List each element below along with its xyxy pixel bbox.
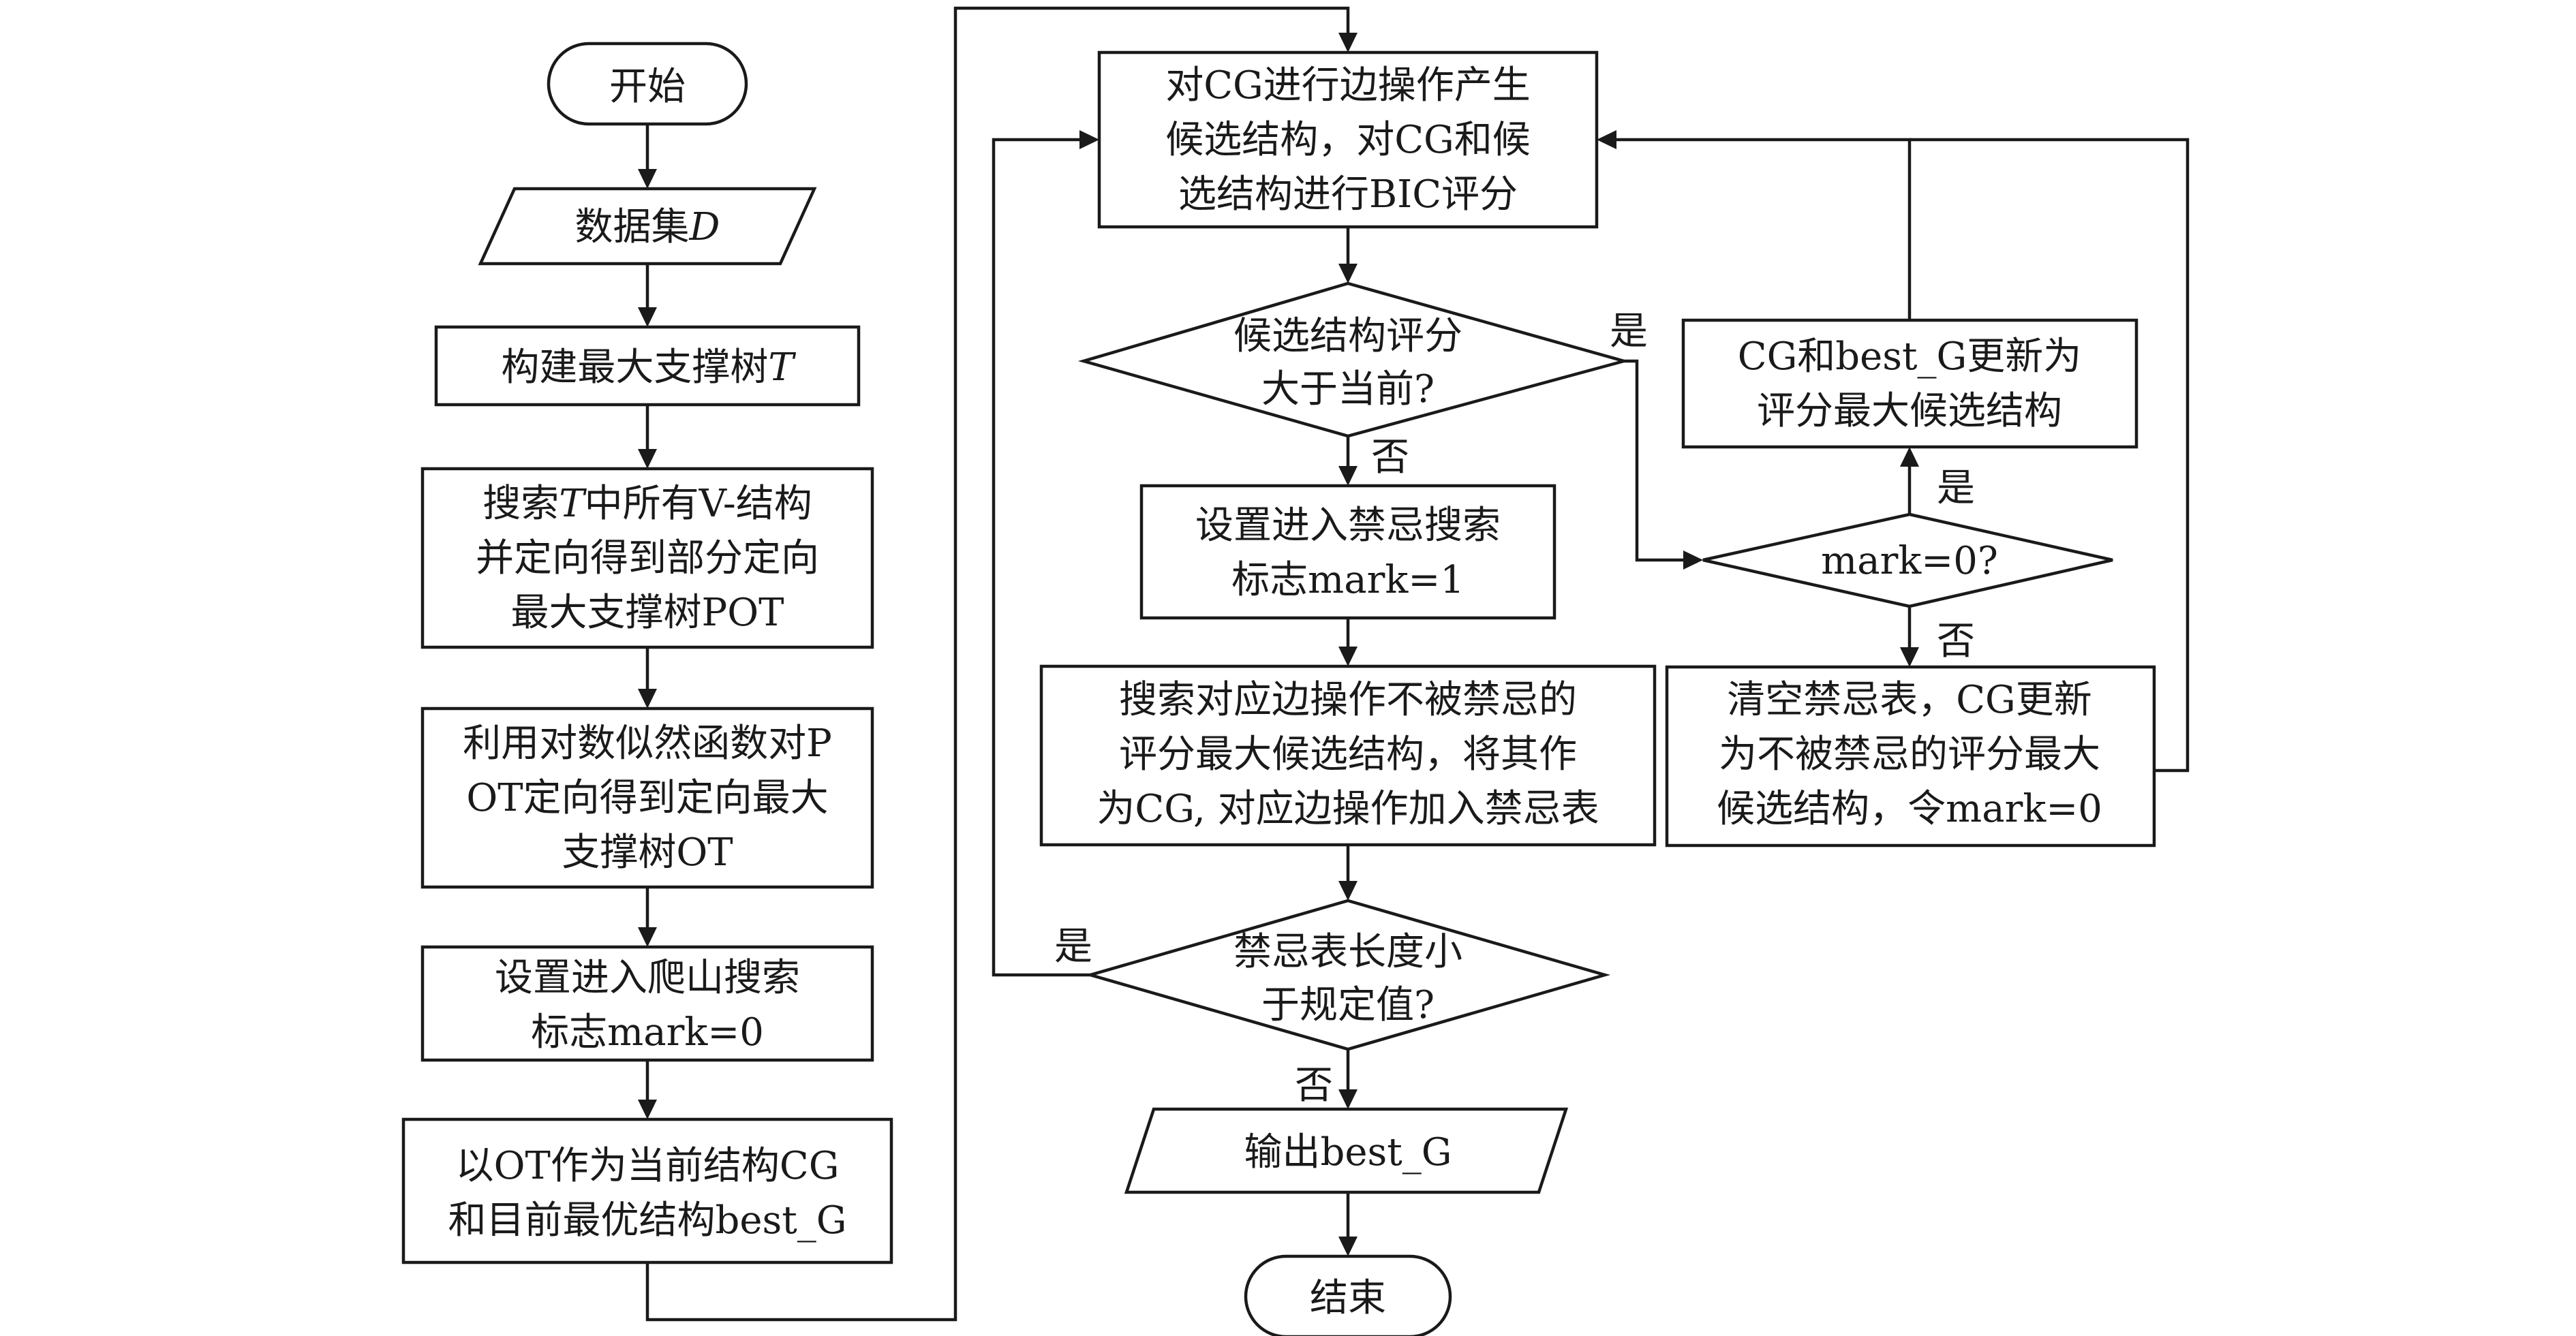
- mark-check-decision: mark=0?: [1702, 512, 2113, 608]
- update-best-line-1: CG和best_G更新为: [1738, 335, 2082, 379]
- clear-tabu-line-2: 为不被禁忌的评分最大: [1719, 732, 2100, 777]
- right-column-connectors: [1597, 130, 2190, 773]
- tabu-search-line-3: 为CG, 对应边操作加入禁忌表: [1097, 787, 1599, 831]
- set-tabu-step: 设置进入禁忌搜索 标志mark=1: [1139, 484, 1557, 620]
- candidate-no-label: 否: [1371, 435, 1409, 480]
- cand-better-line-2: 大于当前?: [1261, 367, 1435, 411]
- search-v-line-3: 最大支撑树POT: [511, 591, 784, 635]
- cand-better-line-1: 候选结构评分: [1233, 314, 1462, 358]
- left-column-connectors: [638, 6, 1358, 1322]
- build-tree-step: 构建最大支撑树T: [434, 325, 861, 407]
- likelihood-line-1: 利用对数似然函数对P: [463, 721, 832, 766]
- search-v-structure-step: 搜索T中所有V-结构 并定向得到部分定向 最大支撑树POT: [420, 467, 874, 649]
- set-hill-line-1: 设置进入爬山搜索: [495, 956, 800, 1000]
- search-v-line-1: 搜索T中所有V-结构: [482, 482, 812, 526]
- build-tree-label: 构建最大支撑树T: [501, 345, 796, 390]
- update-best-step: CG和best_G更新为 评分最大候选结构: [1681, 318, 2138, 449]
- end-terminal: 结束: [1244, 1254, 1452, 1336]
- edge-op-line-1: 对CG进行边操作产生: [1165, 63, 1531, 108]
- mark-check-label: mark=0?: [1821, 539, 1998, 583]
- update-best-line-2: 评分最大候选结构: [1757, 389, 2062, 433]
- clear-tabu-step: 清空禁忌表，CG更新 为不被禁忌的评分最大 候选结构，令mark=0: [1665, 665, 2156, 848]
- candidate-yes-label: 是: [1610, 309, 1648, 354]
- clear-tabu-line-1: 清空禁忌表，CG更新: [1727, 678, 2092, 722]
- set-hill-line-2: 标志mark=0: [531, 1010, 764, 1055]
- output-label: 输出best_G: [1244, 1130, 1452, 1175]
- edge-op-line-2: 候选结构，对CG和候: [1165, 118, 1531, 162]
- tabu-yes-label: 是: [1054, 925, 1092, 969]
- start-label: 开始: [609, 65, 686, 109]
- tabu-search-line-2: 评分最大候选结构，将其作: [1119, 732, 1577, 777]
- init-cg-line-1: 以OT作为当前结构CG: [456, 1144, 840, 1188]
- init-cg-step: 以OT作为当前结构CG 和目前最优结构best_G: [401, 1117, 893, 1264]
- mark-yes-label: 是: [1937, 466, 1975, 510]
- search-v-line-2: 并定向得到部分定向: [476, 536, 819, 580]
- set-tabu-line-1: 设置进入禁忌搜索: [1195, 503, 1501, 548]
- tabu-len-line-1: 禁忌表长度小: [1233, 930, 1462, 974]
- tabu-len-line-2: 于规定值?: [1261, 983, 1435, 1027]
- likelihood-line-2: OT定向得到定向最大: [466, 776, 828, 820]
- likelihood-step: 利用对数似然函数对P OT定向得到定向最大 支撑树OT: [420, 706, 874, 889]
- dataset-label: 数据集D: [575, 205, 720, 249]
- mark-no-label: 否: [1937, 619, 1975, 664]
- edge-operation-step: 对CG进行边操作产生 候选结构，对CG和候 选结构进行BIC评分: [1097, 50, 1599, 229]
- tabu-length-decision: 禁忌表长度小 于规定值?: [1084, 899, 1611, 1051]
- set-hill-climb-step: 设置进入爬山搜索 标志mark=0: [420, 945, 874, 1062]
- init-cg-line-2: 和目前最优结构best_G: [448, 1198, 847, 1243]
- output-step: 输出best_G: [1124, 1107, 1569, 1194]
- edge-labels: 是 否 是 否 是 否: [1054, 309, 1975, 1108]
- start-terminal: 开始: [547, 42, 748, 126]
- set-tabu-line-2: 标志mark=1: [1231, 558, 1465, 602]
- tabu-search-line-1: 搜索对应边操作不被禁忌的: [1119, 678, 1577, 722]
- dataset-input: 数据集D: [478, 187, 817, 266]
- tabu-no-label: 否: [1295, 1063, 1333, 1108]
- tabu-search-step: 搜索对应边操作不被禁忌的 评分最大候选结构，将其作 为CG, 对应边操作加入禁忌…: [1039, 664, 1657, 847]
- likelihood-line-3: 支撑树OT: [562, 830, 733, 875]
- clear-tabu-line-3: 候选结构，令mark=0: [1717, 787, 2102, 831]
- edge-op-line-3: 选结构进行BIC评分: [1178, 172, 1518, 217]
- end-label: 结束: [1310, 1276, 1386, 1320]
- candidate-better-decision: 候选结构评分 大于当前?: [1077, 281, 1630, 438]
- middle-column-connectors: [992, 130, 1703, 1256]
